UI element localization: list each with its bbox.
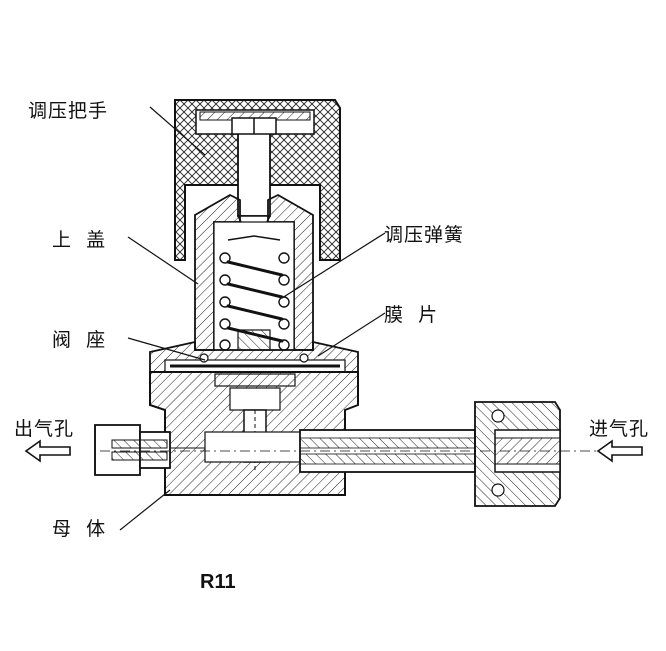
outlet-fitting [94, 424, 171, 476]
outlet-arrow-icon [24, 439, 71, 463]
label-spring: 调压弹簧 [384, 224, 465, 246]
label-knob: 调压把手 [28, 100, 109, 122]
leader-cap [127, 236, 199, 285]
label-seat: 阀 座 [52, 329, 107, 351]
label-cap: 上 盖 [52, 229, 107, 251]
leader-lines [119, 106, 386, 531]
label-body: 母 体 [52, 518, 107, 540]
inlet-arrow-icon [596, 439, 643, 463]
label-diaphragm: 膜 片 [384, 304, 439, 326]
knob-shape [174, 99, 341, 261]
figure-caption: R11 [200, 571, 236, 593]
leader-knob [149, 106, 206, 156]
leader-diaphragm [317, 312, 386, 357]
label-inlet: 进气孔 [589, 418, 650, 440]
spring-shape [219, 252, 290, 351]
leader-spring [281, 232, 386, 299]
label-outlet: 出气孔 [14, 418, 75, 440]
leader-seat [127, 337, 206, 361]
leader-body [119, 489, 171, 531]
